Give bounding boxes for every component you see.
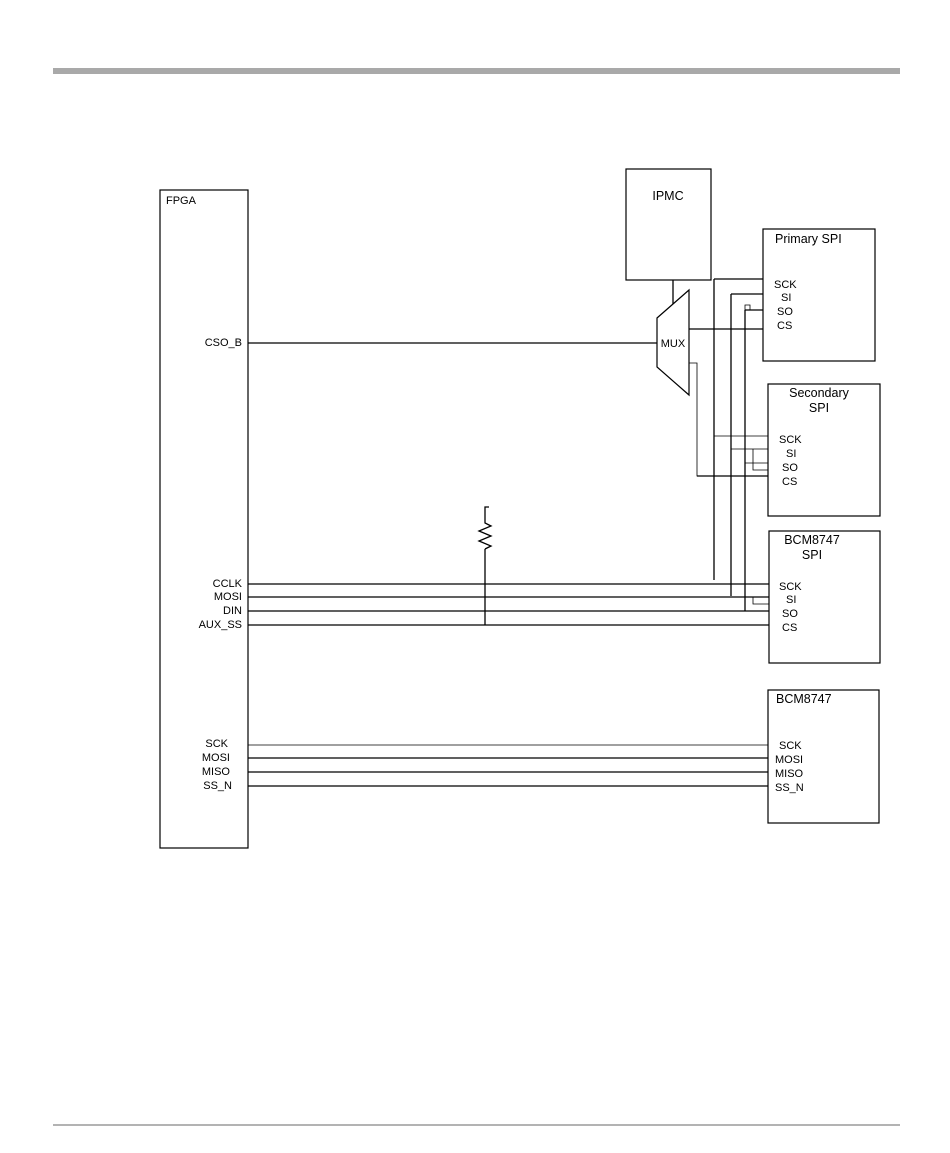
bcm8747-block: BCM8747 SCK MOSI MISO SS_N bbox=[768, 690, 879, 823]
secondary-spi-title-2: SPI bbox=[809, 401, 829, 415]
secondary-spi-pin-sck: SCK bbox=[779, 434, 802, 446]
wire-mux-secondary-cs bbox=[689, 363, 768, 476]
fpga-pin-aux-ss: AUX_SS bbox=[199, 619, 242, 631]
bcm8747-spi-block: BCM8747 SPI SCK SI SO CS bbox=[769, 531, 880, 663]
primary-spi-pin-so: SO bbox=[777, 306, 793, 318]
bcm8747-pin-ss-n: SS_N bbox=[775, 782, 804, 794]
bcm8747-spi-pin-si: SI bbox=[786, 594, 796, 606]
wire-bcm-si-jog bbox=[753, 597, 769, 604]
tap-primary-so-hop bbox=[745, 305, 750, 310]
fpga-pin-mosi: MOSI bbox=[214, 591, 242, 603]
secondary-spi-pin-si: SI bbox=[786, 448, 796, 460]
fpga-pin-miso: MISO bbox=[202, 766, 231, 778]
fpga-pin-cso-b: CSO_B bbox=[205, 337, 242, 349]
ipmc-title: IPMC bbox=[652, 189, 683, 203]
ipmc-block: IPMC bbox=[626, 169, 711, 280]
secondary-spi-block: Secondary SPI SCK SI SO CS bbox=[768, 384, 880, 516]
bcm8747-spi-title-1: BCM8747 bbox=[784, 533, 840, 547]
secondary-spi-pin-so: SO bbox=[782, 462, 798, 474]
primary-spi-pin-cs: CS bbox=[777, 320, 792, 332]
wires bbox=[248, 279, 769, 786]
primary-spi-pin-sck: SCK bbox=[774, 279, 797, 291]
bcm8747-pin-mosi: MOSI bbox=[775, 754, 803, 766]
bcm8747-spi-pin-sck: SCK bbox=[779, 581, 802, 593]
secondary-spi-pin-cs: CS bbox=[782, 476, 797, 488]
pullup-resistor bbox=[479, 507, 491, 549]
bcm8747-pin-sck: SCK bbox=[779, 740, 802, 752]
bcm8747-pin-miso: MISO bbox=[775, 768, 804, 780]
primary-spi-pin-si: SI bbox=[781, 292, 791, 304]
fpga-pin-din: DIN bbox=[223, 605, 242, 617]
bcm8747-title: BCM8747 bbox=[776, 692, 832, 706]
bcm8747-spi-pin-so: SO bbox=[782, 608, 798, 620]
footer-rule bbox=[53, 1124, 900, 1126]
bcm8747-spi-pin-cs: CS bbox=[782, 622, 797, 634]
fpga-title: FPGA bbox=[166, 195, 197, 207]
header-rule bbox=[53, 68, 900, 74]
mux-label: MUX bbox=[661, 338, 686, 350]
fpga-pin-sck: SCK bbox=[205, 738, 228, 750]
tap-secondary-extra bbox=[753, 449, 768, 470]
primary-spi-title: Primary SPI bbox=[775, 232, 842, 246]
secondary-spi-title-1: Secondary bbox=[789, 386, 850, 400]
mux-block: MUX bbox=[657, 290, 689, 395]
fpga-pin-ss-n: SS_N bbox=[203, 780, 232, 792]
fpga-pin-cclk: CCLK bbox=[213, 578, 243, 590]
fpga-pin-spi-mosi: MOSI bbox=[202, 752, 230, 764]
bcm8747-spi-title-2: SPI bbox=[802, 548, 822, 562]
fpga-block: FPGA CSO_B CCLK MOSI DIN AUX_SS SCK MOSI… bbox=[160, 190, 248, 848]
primary-spi-block: Primary SPI SCK SI SO CS bbox=[763, 229, 875, 361]
